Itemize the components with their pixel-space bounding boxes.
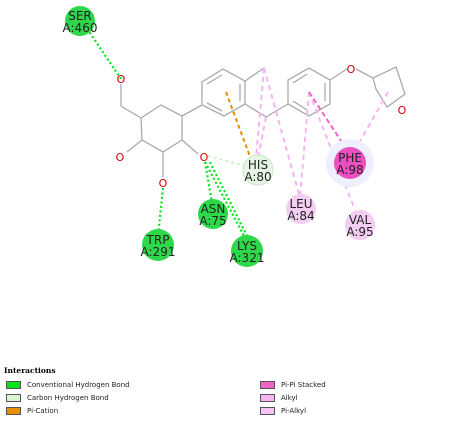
residue-number: A:75 (199, 214, 226, 228)
residue-name: LEU (289, 197, 312, 211)
legend-item: Carbon Hydrogen Bond (6, 394, 109, 402)
residue-number: A:84 (287, 209, 314, 223)
legend-swatch (6, 381, 21, 389)
residue-disc (65, 6, 95, 36)
residue-disc (345, 210, 375, 240)
legend-label: Pi-Cation (27, 407, 59, 415)
legend-swatch (6, 394, 21, 402)
residue-name: SER (68, 9, 92, 23)
legend-swatch (260, 407, 275, 415)
residue-number: A:460 (63, 21, 98, 35)
oxygen-atom: O (398, 104, 407, 117)
residue-name: ASN (201, 202, 226, 216)
heteroatoms: O O O O O O (116, 63, 407, 190)
legend-item: Pi-Alkyl (260, 407, 306, 415)
residue-name: LYS (237, 239, 257, 253)
residue-disc (142, 229, 174, 261)
residue-name: PHE (338, 151, 362, 165)
residue-number: A:291 (141, 245, 176, 259)
interaction-lines (87, 29, 389, 237)
residue-disc (231, 235, 263, 267)
residue-number: A:321 (230, 251, 265, 265)
ligand-skeleton (120, 66, 406, 177)
residue-disc (242, 154, 274, 186)
legend-swatch (6, 407, 21, 415)
residue-disc (198, 199, 228, 229)
residue-number: A:80 (244, 170, 271, 184)
residue-disc (334, 147, 366, 179)
legend-swatch (260, 394, 275, 402)
legend-label: Carbon Hydrogen Bond (27, 394, 109, 402)
legend-label: Conventional Hydrogen Bond (27, 381, 130, 389)
residue-name: VAL (349, 213, 372, 227)
legend-item: Pi-Cation (6, 407, 58, 415)
oxygen-atom: O (200, 151, 209, 164)
residue-disc (286, 194, 316, 224)
residue-name: TRP (146, 233, 170, 247)
legend-item: Pi-Pi Stacked (260, 381, 326, 389)
oxygen-atom: O (347, 63, 356, 76)
legend-item: Conventional Hydrogen Bond (6, 381, 130, 389)
oxygen-atom: O (116, 151, 125, 164)
legend-label: Pi-Pi Stacked (281, 381, 326, 389)
legend-label: Pi-Alkyl (281, 407, 307, 415)
oxygen-atom: O (159, 177, 168, 190)
oxygen-atom: O (117, 73, 126, 86)
legend-title: Interactions (4, 366, 56, 375)
legend-label: Alkyl (281, 394, 298, 402)
residue-number: A:98 (336, 163, 363, 177)
residue-number: A:95 (346, 225, 373, 239)
residue-name: HIS (248, 158, 268, 172)
legend-swatch (260, 381, 275, 389)
legend-item: Alkyl (260, 394, 298, 402)
